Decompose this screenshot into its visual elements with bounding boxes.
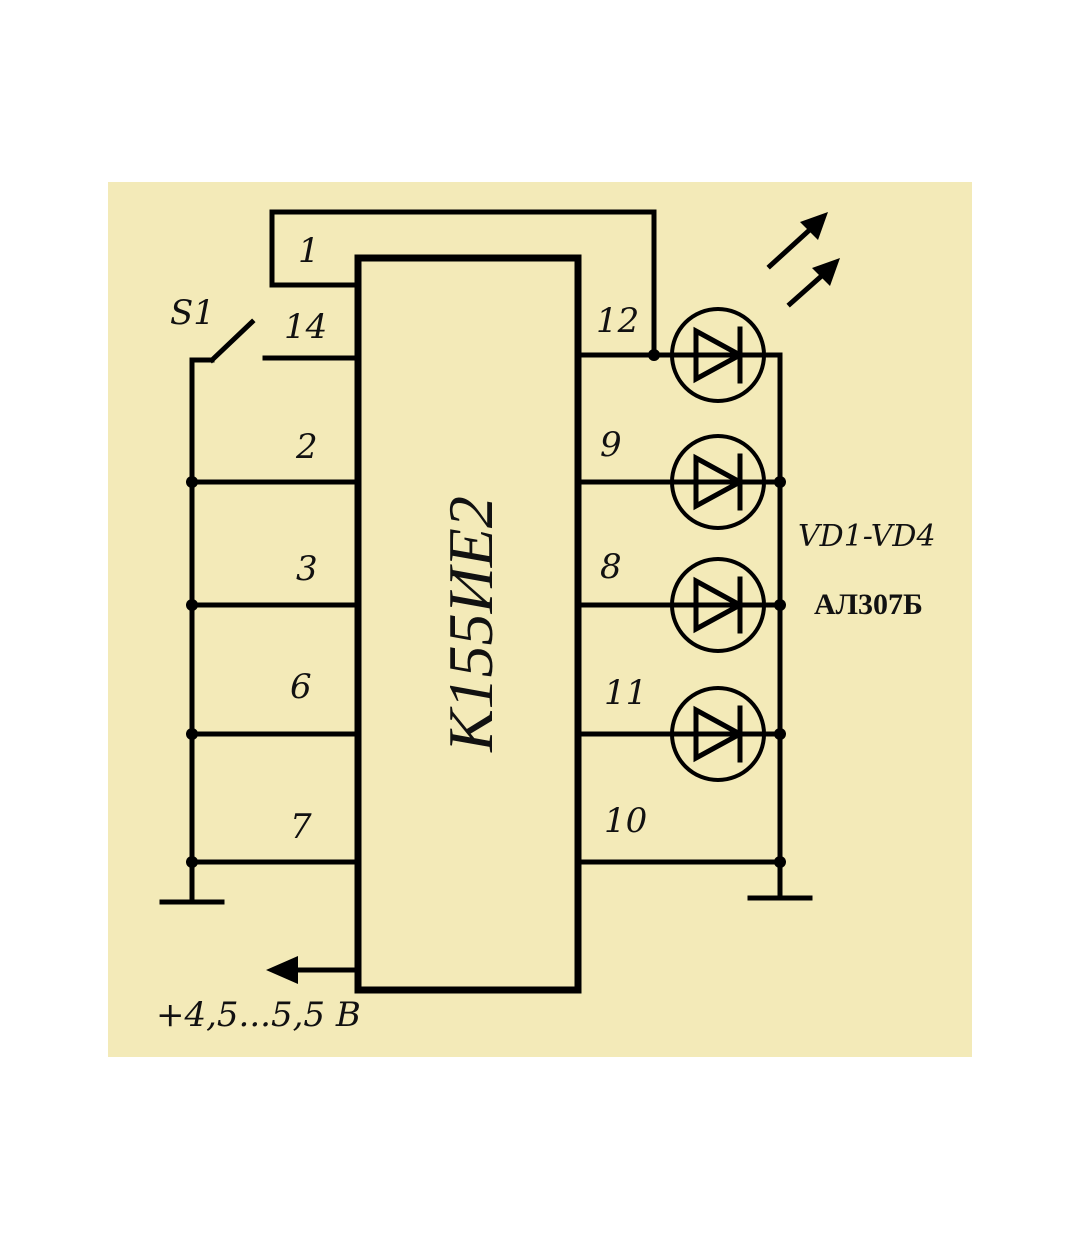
pin-label-12: 12 bbox=[596, 301, 639, 341]
led-icon bbox=[669, 557, 767, 653]
junction-led2 bbox=[774, 476, 786, 488]
led-icon bbox=[669, 307, 767, 403]
led-icon bbox=[669, 686, 767, 782]
pin-label-1: 1 bbox=[298, 231, 320, 271]
junction-pin2 bbox=[186, 476, 198, 488]
junction-pin6 bbox=[186, 728, 198, 740]
pin-label-11: 11 bbox=[604, 673, 647, 713]
led-type-label: АЛ307Б bbox=[814, 588, 923, 621]
chip-label: К155ИЕ2 bbox=[435, 496, 506, 753]
power-arrow-icon bbox=[266, 956, 361, 984]
pin-label-10: 10 bbox=[604, 801, 647, 841]
switch-label: S1 bbox=[170, 293, 215, 333]
led-group-label: VD1-VD4 bbox=[798, 519, 936, 554]
switch-icon bbox=[189, 318, 361, 364]
wire-pin1-to-pin12 bbox=[269, 209, 657, 358]
led-icon bbox=[669, 434, 767, 530]
junction-pin3 bbox=[186, 599, 198, 611]
junction-pin10 bbox=[774, 856, 786, 868]
junction-led4 bbox=[774, 728, 786, 740]
junction-led3 bbox=[774, 599, 786, 611]
pin-label-14: 14 bbox=[284, 307, 327, 347]
supply-voltage-label: +4,5...5,5 В bbox=[156, 995, 361, 1035]
chip-body bbox=[354, 254, 582, 994]
pin-label-7: 7 bbox=[290, 807, 312, 847]
pin-label-2: 2 bbox=[295, 427, 318, 467]
light-emission-icon bbox=[766, 212, 840, 308]
pin-label-9: 9 bbox=[600, 425, 622, 465]
wire-right-ground-rail bbox=[761, 352, 783, 901]
pin-label-6: 6 bbox=[290, 667, 312, 707]
diagram-background bbox=[108, 182, 972, 1057]
pin-label-3: 3 bbox=[296, 549, 318, 589]
junction-pin7 bbox=[186, 856, 198, 868]
pin-label-8: 8 bbox=[600, 547, 622, 587]
junction-pin12 bbox=[648, 349, 660, 361]
